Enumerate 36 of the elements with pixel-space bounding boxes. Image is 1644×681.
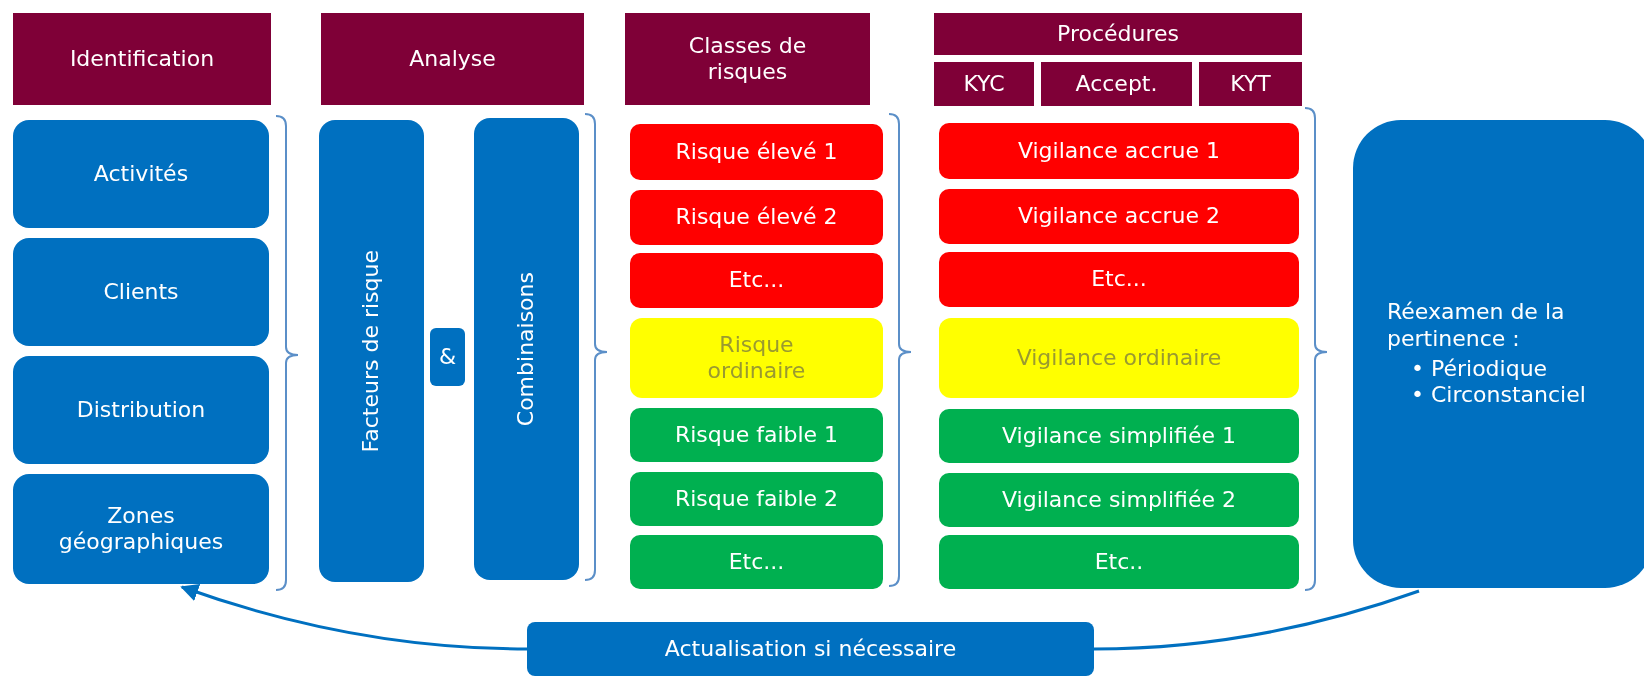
risk-class-box: Etc... bbox=[630, 253, 883, 308]
procedure-box: Vigilance simplifiée 1 bbox=[939, 409, 1299, 463]
category-box: Clients bbox=[13, 238, 269, 346]
update-box: Actualisation si nécessaire bbox=[527, 622, 1094, 676]
box-label: Combinaisons bbox=[513, 271, 540, 427]
review-box bbox=[1353, 120, 1644, 588]
column-header: Procédures bbox=[934, 13, 1302, 55]
risk-class-box: Risque faible 1 bbox=[630, 408, 883, 462]
procedure-box: Vigilance accrue 2 bbox=[939, 189, 1299, 244]
category-box: Distribution bbox=[13, 356, 269, 464]
column-header: Analyse bbox=[321, 13, 584, 105]
procedure-box: Vigilance ordinaire bbox=[939, 318, 1299, 398]
analysis-box bbox=[474, 118, 579, 580]
list-item: • Périodique bbox=[1411, 356, 1549, 383]
risk-class-box: Risque élevé 1 bbox=[630, 124, 883, 180]
sub-header: KYT bbox=[1199, 62, 1302, 106]
procedure-box: Etc.. bbox=[939, 535, 1299, 589]
procedure-box: Etc... bbox=[939, 252, 1299, 307]
sub-header: Accept. bbox=[1041, 62, 1192, 106]
risk-class-box: Risque élevé 2 bbox=[630, 190, 883, 245]
sub-header: KYC bbox=[934, 62, 1034, 106]
arrow bbox=[180, 583, 528, 651]
risk-class-box: Risque faible 2 bbox=[630, 472, 883, 526]
list-item: • Circonstanciel bbox=[1411, 382, 1587, 409]
box-label: Facteurs de risque bbox=[358, 249, 385, 453]
analysis-box bbox=[319, 120, 424, 582]
review-heading: Réexamen de la pertinence : bbox=[1387, 299, 1566, 352]
category-box: Zones géographiques bbox=[13, 474, 269, 584]
connector-box: & bbox=[430, 328, 465, 386]
procedure-box: Vigilance simplifiée 2 bbox=[939, 473, 1299, 527]
column-header: Identification bbox=[13, 13, 271, 105]
risk-class-box: Etc... bbox=[630, 535, 883, 589]
procedure-box: Vigilance accrue 1 bbox=[939, 123, 1299, 179]
column-header: Classes de risques bbox=[625, 13, 870, 105]
risk-class-box: Risque ordinaire bbox=[630, 318, 883, 398]
category-box: Activités bbox=[13, 120, 269, 228]
